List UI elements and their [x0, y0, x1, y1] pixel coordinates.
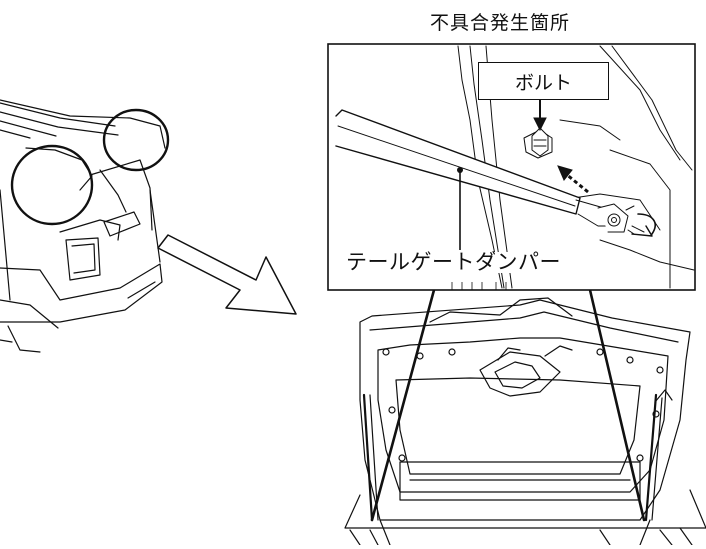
leader-line-left — [370, 288, 436, 522]
bolt-label: ボルト — [514, 71, 572, 94]
circle-marker-right — [102, 108, 170, 172]
damper-label: テールゲートダンパー — [343, 252, 564, 273]
pointer-arrow — [157, 234, 297, 315]
circle-marker-left — [10, 144, 94, 226]
bolt-callout: ボルト — [478, 62, 609, 100]
van-rear-illustration — [0, 99, 166, 353]
leader-line-right — [588, 288, 646, 522]
title-label: 不具合発生箇所 — [430, 12, 571, 34]
